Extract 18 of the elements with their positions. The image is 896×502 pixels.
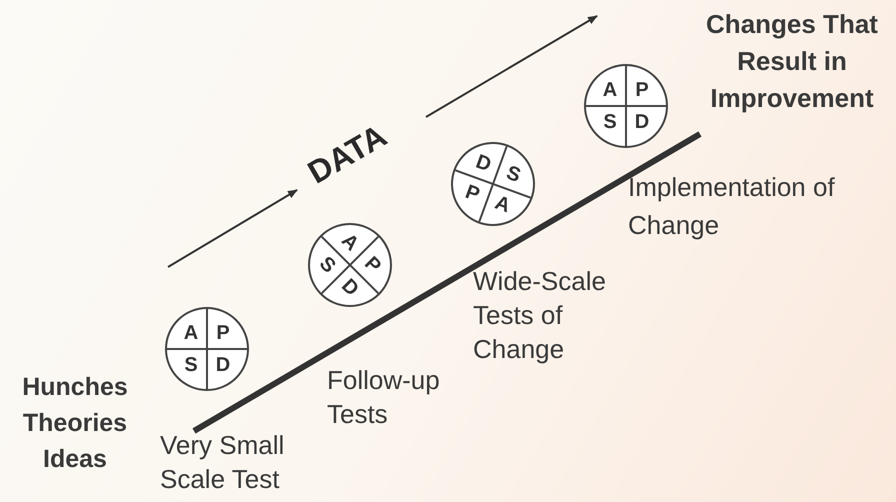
cycle-letter: P: [215, 321, 231, 345]
cycle-letter: D: [472, 150, 495, 178]
cycle-letter: D: [634, 110, 650, 134]
stage-label: Very Small Scale Test: [160, 429, 286, 496]
cycle-letter: P: [634, 78, 650, 102]
cycle-letter: S: [183, 353, 199, 377]
cycle-letter: A: [602, 78, 618, 102]
cycle-letter: A: [182, 321, 200, 345]
stage-label: Hunches Theories Ideas: [21, 372, 129, 475]
cycle-letter: S: [502, 160, 525, 190]
cycle-letter: D: [214, 353, 232, 377]
stage-label: Wide-Scale Tests of Change: [473, 265, 607, 366]
stage-label: Changes That Result in Improvement: [705, 8, 879, 115]
cycle-letter: S: [602, 110, 618, 134]
cycle-letter: A: [491, 190, 514, 220]
stage-label: Implementation of Change: [628, 171, 836, 242]
cycle-letter: P: [461, 180, 484, 208]
stage-label: Follow-up Tests: [327, 364, 441, 431]
